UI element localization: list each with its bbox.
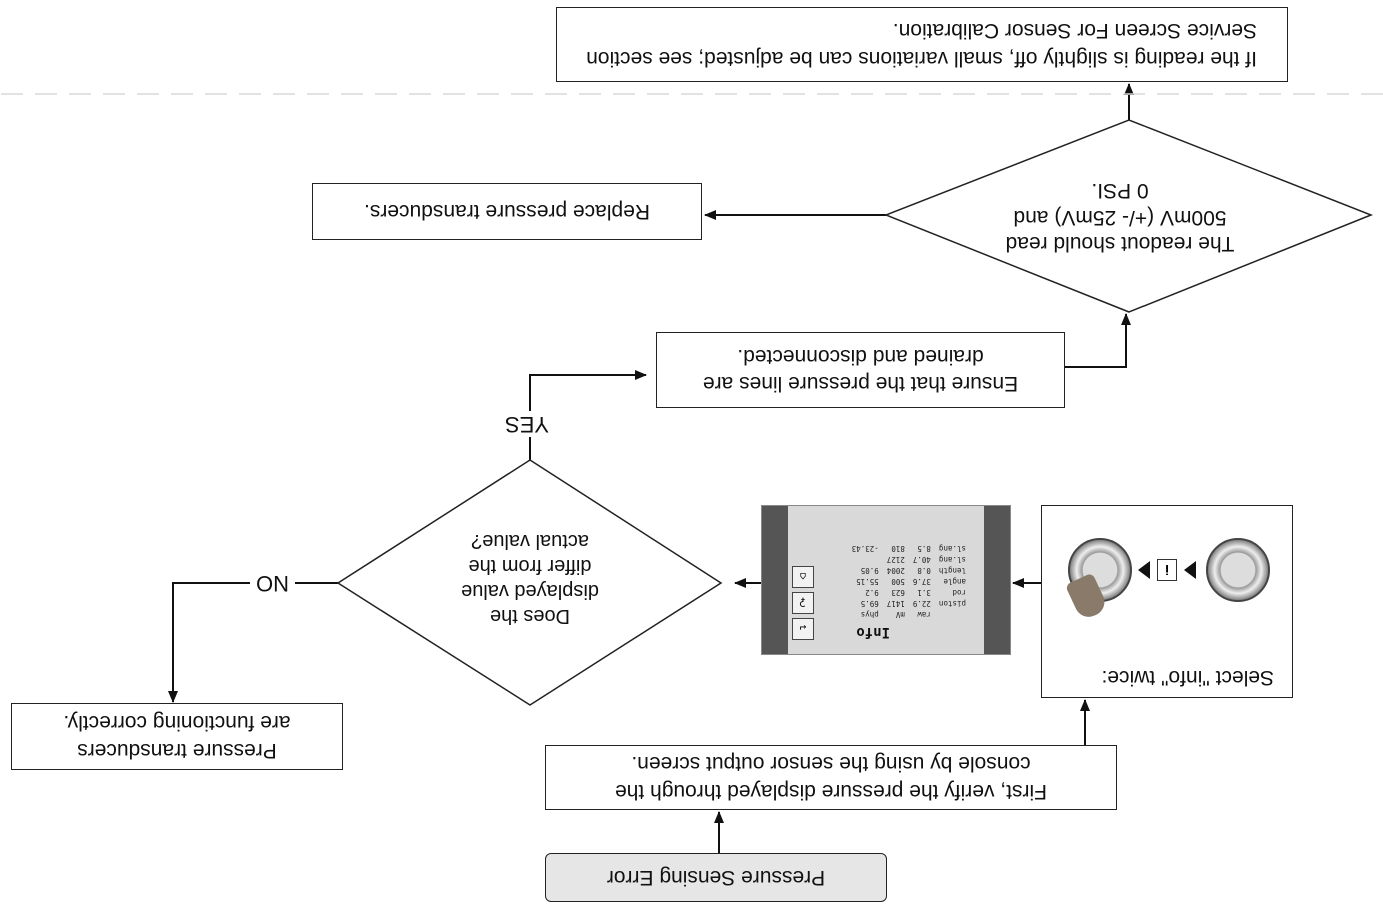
arrow-right-icon xyxy=(1138,561,1150,579)
replace-step: Replace pressure transducers. xyxy=(312,183,702,240)
return-icon[interactable]: ↵ xyxy=(792,618,814,640)
decision-readout-text: The readout should read 500mV (+/- 25mV)… xyxy=(1005,179,1235,256)
verify-step: First, verify the pressure displayed thr… xyxy=(545,745,1117,810)
start-node: Pressure Sensing Error xyxy=(545,853,887,902)
arrow-drain-to-readout xyxy=(1065,313,1131,368)
result-ok-box: Pressure transducers are functioning cor… xyxy=(11,703,343,770)
decision-differ-text: Does the displayed value differ from the… xyxy=(461,530,599,627)
select-info-panel: Select "info" twice: i xyxy=(1041,505,1293,698)
label-no: NO xyxy=(250,570,295,596)
screen-right-bar xyxy=(762,506,788,654)
knob-icon xyxy=(1206,538,1270,602)
arrow-no-to-ok xyxy=(168,582,338,703)
screen-left-bar xyxy=(984,506,1010,654)
label-yes: YES xyxy=(498,411,555,437)
home-icon[interactable]: ⌂ xyxy=(792,566,814,588)
decision-diamond-differ xyxy=(336,459,723,706)
key-icon[interactable]: ⚳ xyxy=(792,592,814,614)
calibrate-step: If the reading is slightly off, small va… xyxy=(556,7,1288,82)
drain-step: Ensure that the pressure lines are drain… xyxy=(656,332,1065,408)
select-info-label: Select "info" twice: xyxy=(1101,666,1274,689)
info-screen-title: Info xyxy=(856,624,890,640)
info-icon: i xyxy=(1157,559,1177,581)
arrow-right-icon xyxy=(1184,561,1196,579)
decision-diamond-readout xyxy=(883,119,1374,313)
